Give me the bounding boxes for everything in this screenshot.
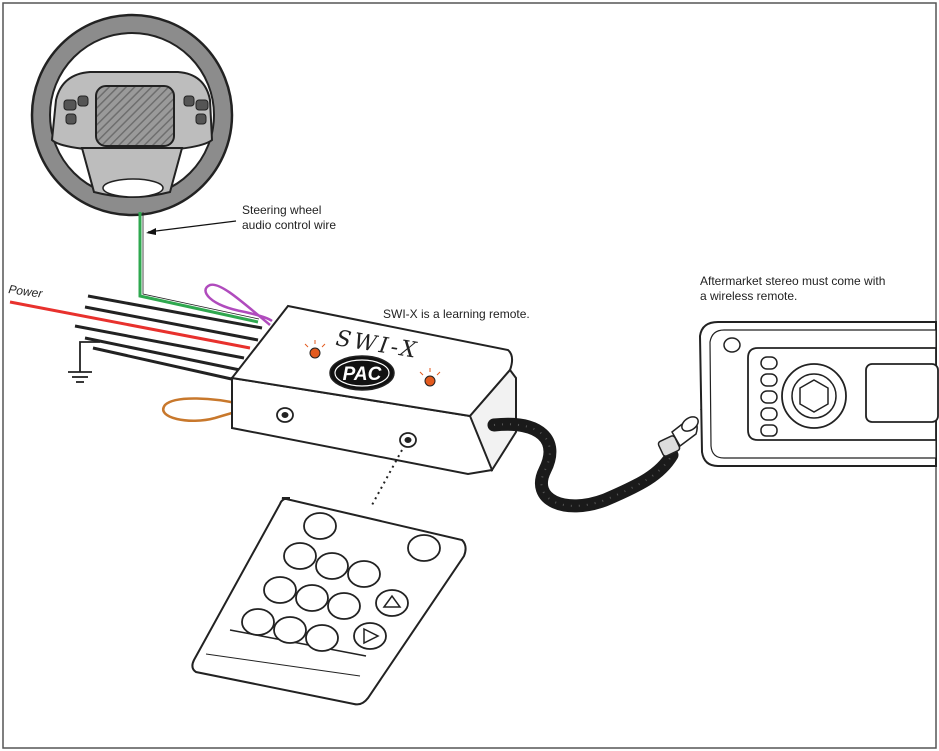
pac-logo-text: PAC [343,364,382,385]
steering-wire-label-line2: audio control wire [242,218,336,232]
stereo-label-line1: Aftermarket stereo must come with [700,274,885,288]
led-right [419,368,441,387]
ground-symbol-icon [68,341,100,383]
swi-x-module: SWI-X PAC [230,304,517,476]
steering-label-leader [147,220,237,233]
ir-dotted-line [371,449,403,506]
orange-wire-loop [162,397,243,422]
stereo-label-line2: a wireless remote. [700,289,797,303]
wire-harness [9,294,263,382]
car-stereo-icon [698,321,939,467]
remote-right-arrow-icon [363,627,380,645]
remote-up-arrow-icon [382,594,402,608]
purple-wire-loop [204,283,273,326]
learning-remote-label: SWI-X is a learning remote. [383,307,530,321]
box-jack-right [399,432,417,448]
steering-wheel-icon [30,13,234,217]
ir-emitter-icon [657,416,699,457]
pac-logo: PAC [329,355,395,391]
remote-control-icon [191,497,467,706]
led-left [304,340,326,359]
box-jack-left [276,407,294,423]
steering-wire-label-line1: Steering wheel [242,203,321,217]
steering-audio-wire [138,212,259,324]
power-label: Power [8,282,45,301]
emitter-cable [487,417,679,513]
